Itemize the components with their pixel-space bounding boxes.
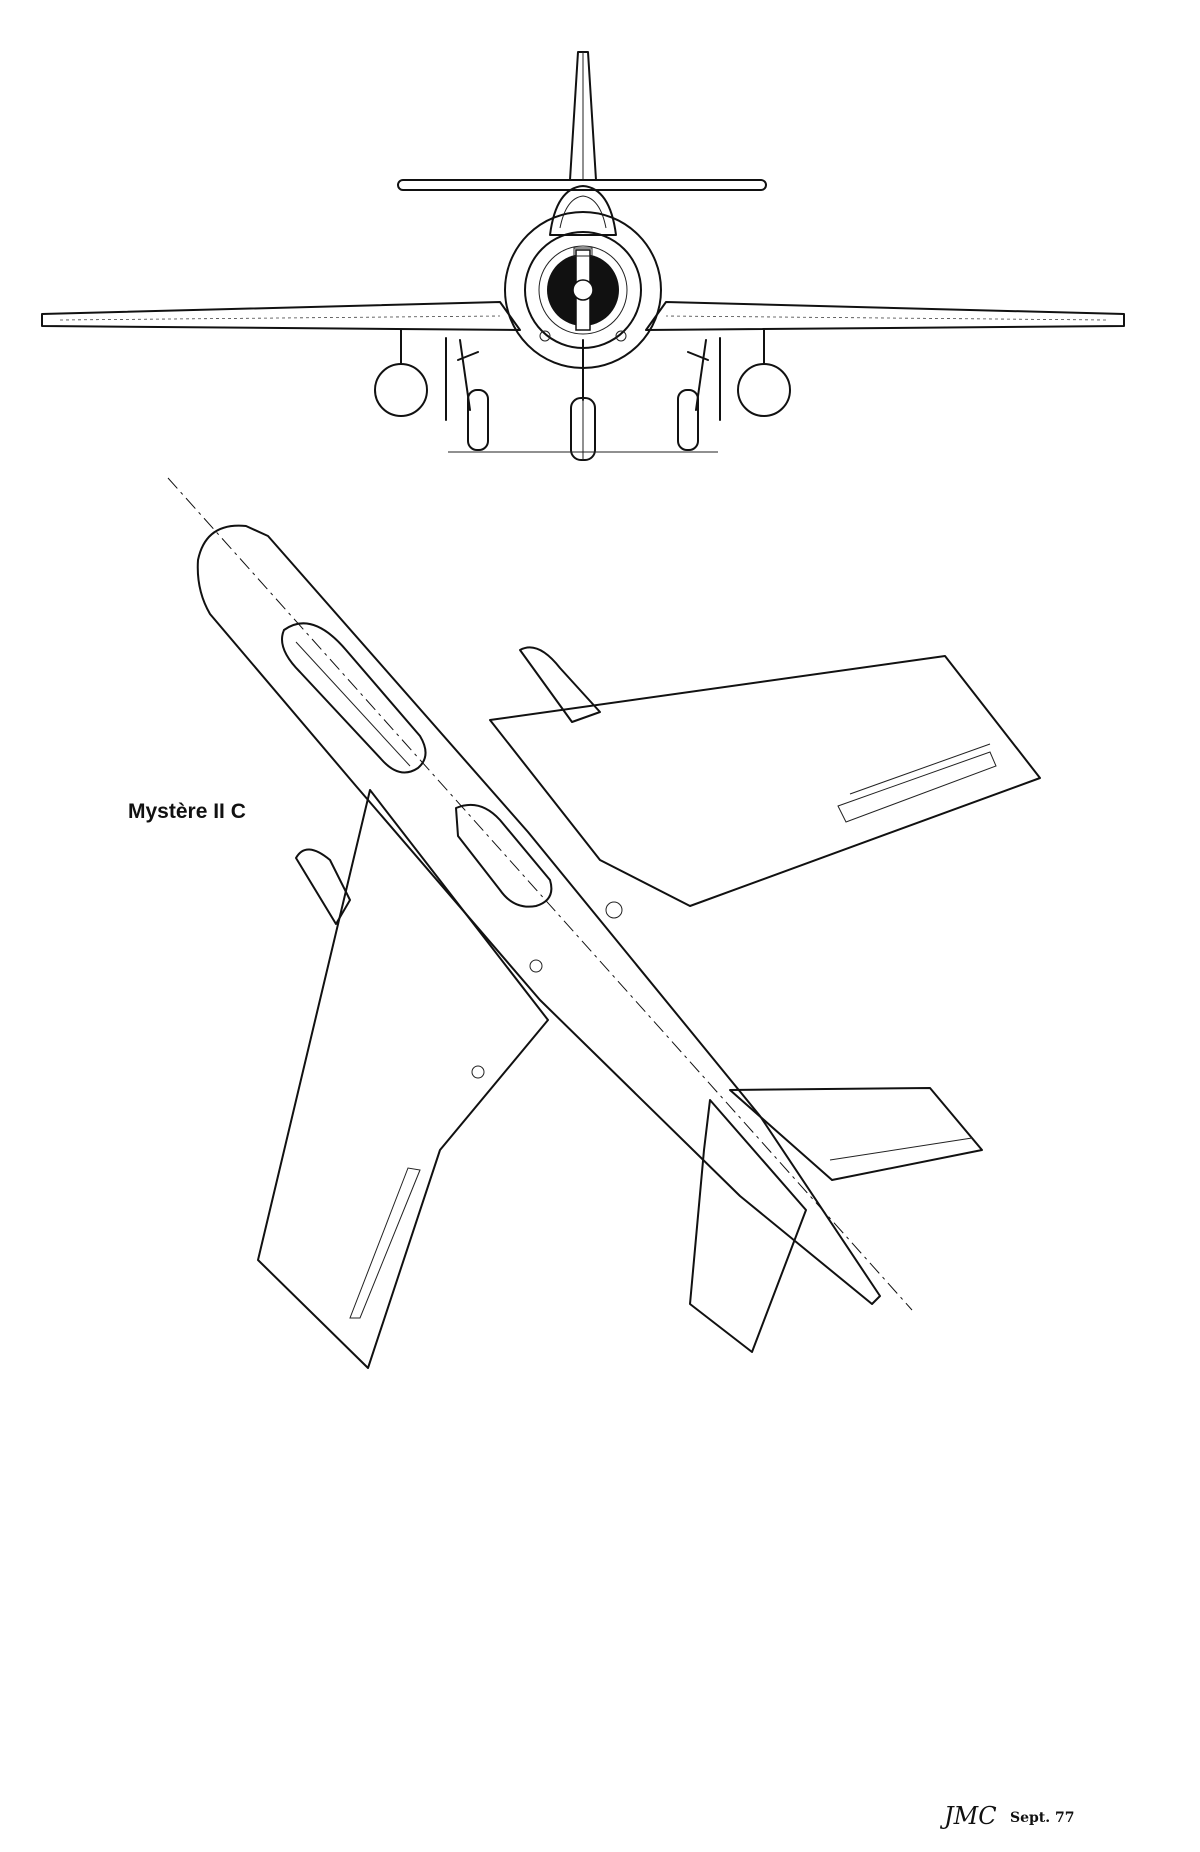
signature-date: Sept. 77 xyxy=(1010,1810,1075,1826)
front-view xyxy=(41,51,1125,461)
signature-initials: JMC xyxy=(944,1802,997,1830)
aircraft-title: Mystère II C xyxy=(128,800,246,823)
top-view xyxy=(167,477,1041,1369)
